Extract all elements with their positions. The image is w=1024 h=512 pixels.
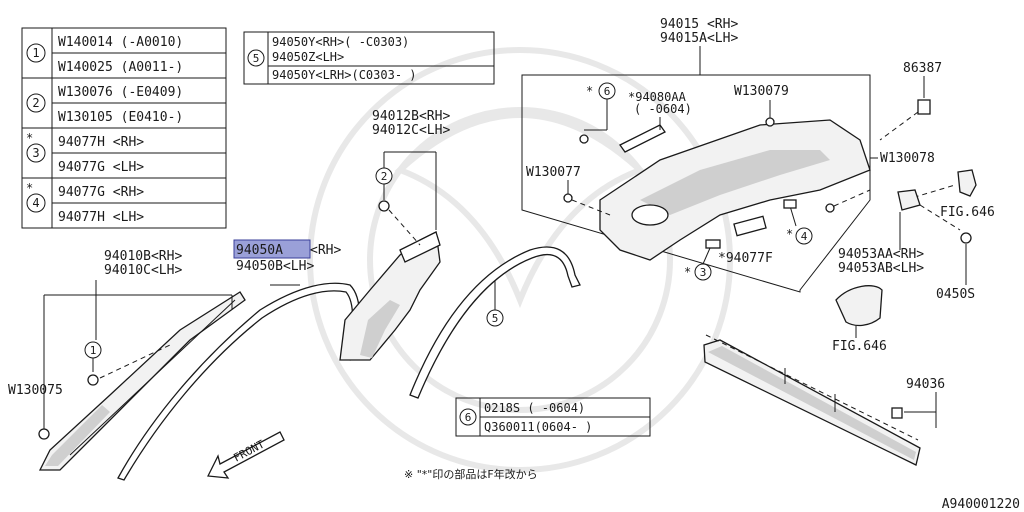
callout-5-num: 5 <box>492 312 499 325</box>
callout-6-num: 6 <box>604 85 611 98</box>
label-94053-lh: 94053AB<LH> <box>838 261 924 276</box>
legend-table-left: 1 2 * 3 * 4 W140014 (-A0010) W140025 (A0… <box>21 27 227 229</box>
legend-num-2: 2 <box>32 96 39 110</box>
label-fig646-b: FIG.646 <box>832 339 887 354</box>
label-94036: 94036 <box>906 377 945 392</box>
legend-table-6: 6 0218S ( -0604) Q360011(0604- ) <box>455 397 651 437</box>
legend-callout-2 <box>26 93 46 113</box>
legend-row-2b: W130105 (E0410-) <box>58 110 183 125</box>
legend-num-5: 5 <box>253 52 260 65</box>
callout-1-num: 1 <box>90 344 97 357</box>
label-w130077: W130077 <box>526 165 581 180</box>
label-94015-lh: 94015A<LH> <box>660 31 738 46</box>
label-94050a-rh: <RH> <box>310 243 341 258</box>
callout-3-asterisk: * <box>684 265 691 279</box>
label-0450s: 0450S <box>936 287 975 302</box>
legend-table-5: 5 94050Y<RH>( -C0303) 94050Z<LH> 94050Y<… <box>243 31 495 85</box>
label-94053: 94053AA<RH> 94053AB<LH> <box>838 189 961 276</box>
highlight-94050a <box>233 239 311 259</box>
callout-3-num: 3 <box>700 266 707 279</box>
label-94080: *94080AA <box>628 90 687 104</box>
callout-6-asterisk: * <box>586 84 593 98</box>
legend-row-1a: W140014 (-A0010) <box>58 35 183 50</box>
legend-row-6a: 0218S ( -0604) <box>484 401 585 415</box>
label-86387: 86387 <box>903 61 942 76</box>
legend-row-4b: 94077H <LH> <box>58 210 144 225</box>
clip-6 <box>579 134 589 144</box>
label-94077f: *94077F <box>718 251 773 266</box>
label-94053-rh: 94053AA<RH> <box>838 247 924 262</box>
label-94010-rh: 94010B<RH> <box>104 249 182 264</box>
front-label: FRONT <box>231 437 267 464</box>
label-w130077: W130077 <box>526 165 611 216</box>
legend-row-5a: 94050Y<RH>( -C0303) <box>272 35 409 49</box>
label-94050b: 94050B<LH> <box>236 259 314 274</box>
callout-2-num: 2 <box>381 170 388 183</box>
rear-sill-trim <box>703 334 921 466</box>
b-pillar-trim <box>339 231 441 361</box>
label-0450s: 0450S <box>936 232 975 302</box>
watermark <box>307 47 733 473</box>
legend-callout-3 <box>26 143 46 163</box>
legend-num-1: 1 <box>32 46 39 60</box>
label-94015: 94015 <RH> 94015A<LH> <box>660 17 738 75</box>
label-94036: 94036 <box>904 377 945 428</box>
legend-row-1b: W140025 (A0011-) <box>58 60 183 75</box>
callout-5 <box>486 309 504 327</box>
legend-row-6b: Q360011(0604- ) <box>484 420 592 434</box>
legend-row-5b: 94050Z<LH> <box>272 50 344 64</box>
label-w130079: W130079 <box>734 84 789 99</box>
quarter-trim-group <box>521 74 871 293</box>
front-arrow: FRONT <box>206 431 285 479</box>
label-94077f: * 4 *94077F * 3 <box>684 199 813 281</box>
label-w130078: W130078 <box>880 151 935 166</box>
clip-86387 <box>917 99 931 115</box>
legend-callout-1 <box>26 43 46 63</box>
clip-w130075 <box>38 428 50 440</box>
label-94012-rh: 94012B<RH> <box>372 109 450 124</box>
legend-callout-5 <box>247 49 265 67</box>
callout-4-asterisk: * <box>786 227 793 241</box>
a-pillar-trim <box>38 291 246 471</box>
label-94010: 94010B<RH> 94010C<LH> 1 W130075 <box>8 249 233 440</box>
label-w130079: W130079 <box>734 84 789 127</box>
clip-1 <box>87 374 99 386</box>
legend-num-4: 4 <box>32 196 39 210</box>
label-94080-range: ( -0604) <box>634 102 692 116</box>
label-fig646a: FIG.646 <box>904 169 995 220</box>
label-94080: * 6 *94080AA ( -0604) <box>579 82 692 144</box>
legend-callout-6 <box>459 408 477 426</box>
label-94012-lh: 94012C<LH> <box>372 123 450 138</box>
legend-row-2a: W130076 (-E0409) <box>58 85 183 100</box>
fig646-panel: FIG.646 <box>832 285 887 354</box>
label-w130075: W130075 <box>8 383 63 398</box>
callout-4-num: 4 <box>801 230 808 243</box>
legend-row-3b: 94077G <LH> <box>58 160 144 175</box>
footnote: ※ "*"印の部品はF年改から <box>404 467 538 481</box>
label-fig646-a: FIG.646 <box>940 205 995 220</box>
diagram-id: A940001220 <box>942 497 1020 512</box>
label-94050a: 94050A <box>236 243 283 258</box>
label-94010-lh: 94010C<LH> <box>104 263 182 278</box>
label-94012: 94012B<RH> 94012C<LH> 2 <box>372 109 450 246</box>
label-86387: 86387 <box>879 61 942 141</box>
legend-num-6: 6 <box>465 411 472 424</box>
label-w130078: W130078 <box>825 151 935 213</box>
legend-row-3a: 94077H <RH> <box>58 135 144 150</box>
door-weatherstrip: 5 <box>409 246 581 399</box>
legend-callout-4 <box>26 193 46 213</box>
label-94015-rh: 94015 <RH> <box>660 17 738 32</box>
legend-asterisk-4: * <box>26 181 33 195</box>
legend-asterisk-3: * <box>26 131 33 145</box>
legend-row-5c: 94050Y<LRH>(C0303- ) <box>272 68 417 82</box>
legend-row-4a: 94077G <RH> <box>58 185 144 200</box>
legend-num-3: 3 <box>32 146 39 160</box>
callout-4 <box>795 227 813 245</box>
clip-2 <box>378 200 390 212</box>
